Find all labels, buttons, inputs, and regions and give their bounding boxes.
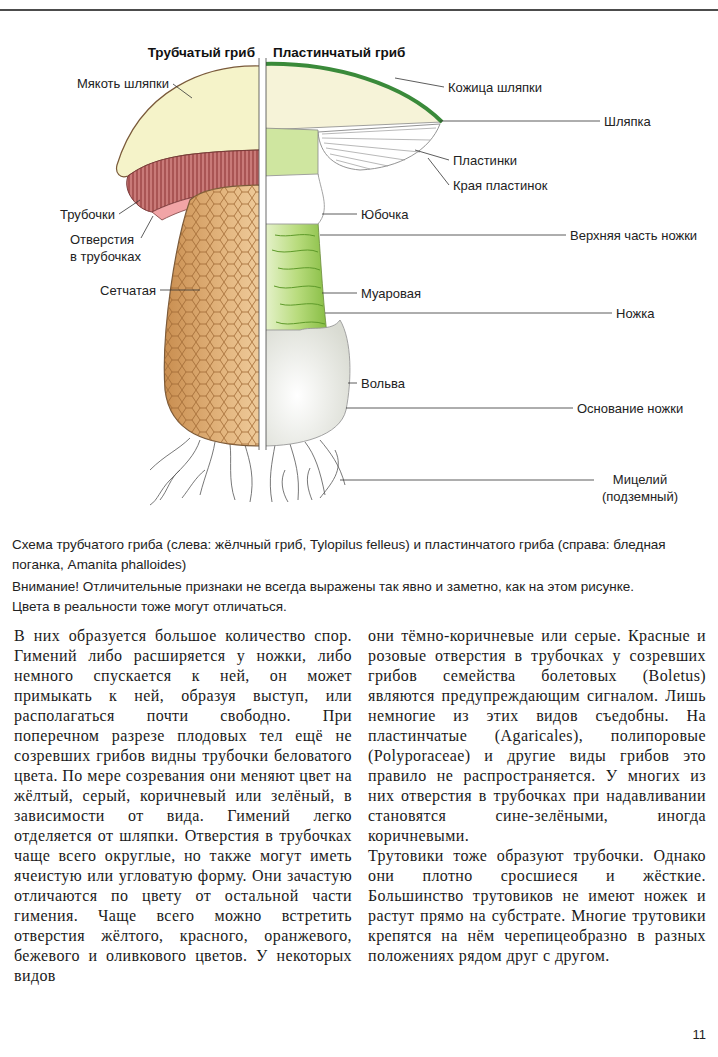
stem-top bbox=[262, 128, 318, 180]
part-label: Трубочки bbox=[60, 206, 115, 223]
caption-note: Внимание! Отличительные признаки не всег… bbox=[12, 577, 712, 597]
part-label: Вольва bbox=[361, 375, 405, 392]
part-label: Ножка bbox=[616, 305, 654, 322]
gill-lines bbox=[322, 128, 436, 169]
top-rule bbox=[0, 9, 718, 11]
divider bbox=[259, 58, 266, 450]
page-number: 11 bbox=[693, 1026, 707, 1043]
part-label: Шляпка bbox=[604, 113, 651, 130]
part-label: Верхняя часть ножки bbox=[570, 227, 697, 244]
part-label: Юбочка bbox=[361, 206, 409, 223]
body-text: они тёмно-коричневые или серые. Красные … bbox=[368, 626, 706, 846]
mycelium bbox=[150, 438, 345, 505]
part-label: Отверстия в трубочках bbox=[70, 231, 143, 265]
figure-caption: Схема трубчатого гриба (слева: жёлчный г… bbox=[12, 535, 712, 575]
column-heading: Пластинчатый гриб bbox=[273, 44, 405, 61]
bolete-stem bbox=[164, 185, 262, 446]
part-label: Основание ножки bbox=[577, 400, 683, 417]
gills bbox=[318, 124, 440, 170]
part-label: Мякоть шляпки bbox=[77, 75, 169, 92]
column-heading: Трубчатый гриб bbox=[148, 44, 255, 61]
volva bbox=[262, 320, 350, 446]
divider-edge bbox=[259, 58, 260, 450]
part-label: Сетчатая bbox=[100, 282, 156, 299]
ring bbox=[262, 174, 324, 224]
part-label: Мицелий (подземный) bbox=[598, 471, 682, 505]
caption-note: Цвета в реальности тоже могут отличаться… bbox=[12, 597, 712, 617]
part-label: Кожица шляпки bbox=[448, 79, 542, 96]
cap-skin bbox=[262, 64, 442, 122]
part-label: Пластинки bbox=[453, 152, 517, 169]
amanita-cap bbox=[262, 64, 442, 130]
moire-pattern bbox=[272, 235, 325, 324]
divider-edge bbox=[266, 58, 267, 450]
part-label: Муаровая bbox=[361, 285, 421, 302]
stem-net bbox=[164, 185, 262, 446]
body-text: В них образуется большое количество спор… bbox=[14, 626, 352, 986]
part-label: Края пластинок bbox=[453, 177, 547, 194]
body-text: Трутовики тоже образуют трубочки. Однако… bbox=[368, 846, 706, 966]
leader-lines bbox=[119, 78, 612, 480]
